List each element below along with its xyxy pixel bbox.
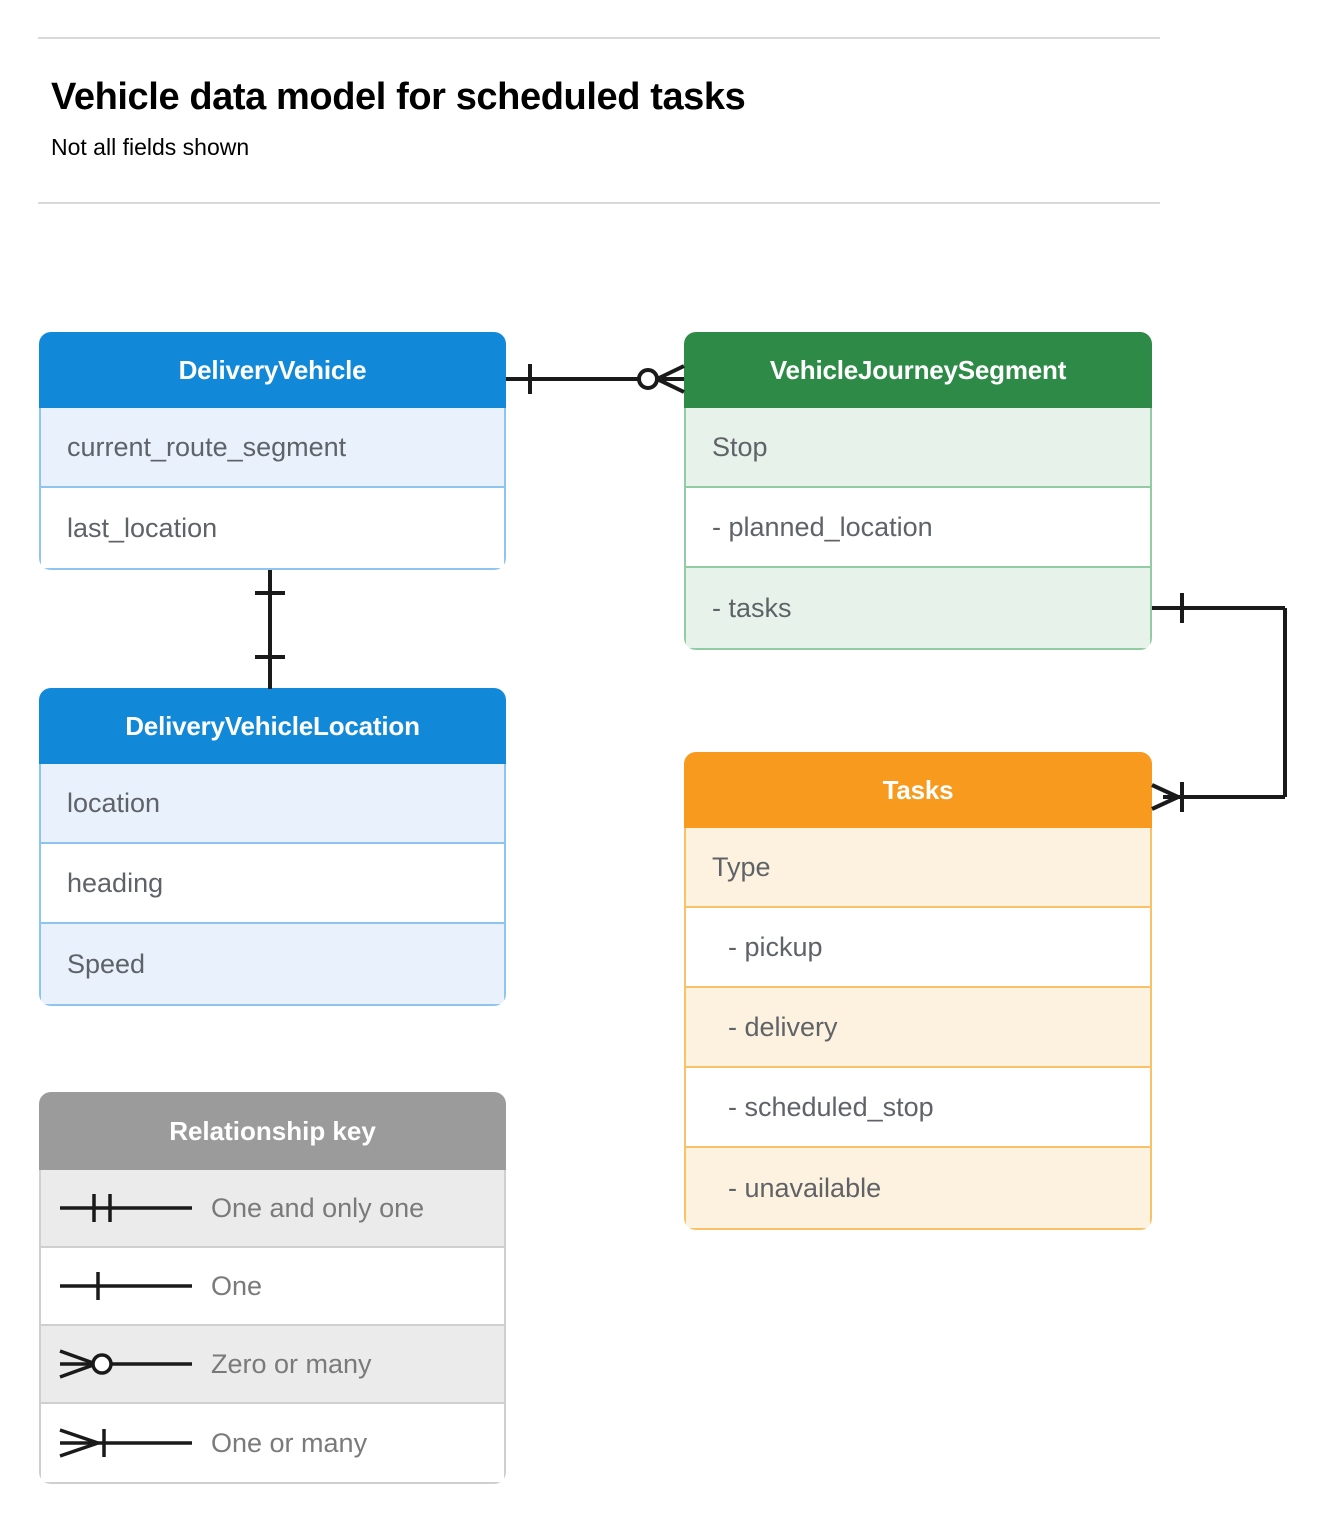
entity-tasks[interactable]: Tasks Type - pickup - delivery - schedul… [684, 752, 1152, 1230]
field-row: heading [41, 844, 504, 924]
entity-title-delivery-vehicle-location: DeliveryVehicleLocation [39, 688, 506, 764]
legend-item-label: One or many [211, 1427, 368, 1458]
header-divider-bottom [38, 202, 1160, 204]
entity-fields-delivery-vehicle-location: location heading Speed [39, 764, 506, 1006]
legend-item-one: One [41, 1248, 504, 1326]
legend-item-label: One [211, 1270, 263, 1301]
entity-title-delivery-vehicle: DeliveryVehicle [39, 332, 506, 408]
connector-deliveryvehicle-vehiclelocation [255, 570, 285, 689]
entity-delivery-vehicle[interactable]: DeliveryVehicle current_route_segment la… [39, 332, 506, 570]
connector-deliveryvehicle-journeysegment [506, 364, 685, 394]
field-row: location [41, 764, 504, 844]
field-row: Speed [41, 924, 504, 1004]
legend-item-one-and-only-one: One and only one [41, 1170, 504, 1248]
legend-item-one-or-many: One or many [41, 1404, 504, 1482]
entity-fields-delivery-vehicle: current_route_segment last_location [39, 408, 506, 570]
entity-title-tasks: Tasks [684, 752, 1152, 828]
legend-rows: One and only one One [39, 1170, 506, 1484]
field-row: Type [686, 828, 1150, 908]
field-row: - planned_location [686, 488, 1150, 568]
legend-item-label: One and only one [211, 1192, 425, 1223]
one-and-only-one-icon [41, 1188, 211, 1228]
connector-journeysegment-tasks [1151, 593, 1287, 812]
zero-or-many-icon [41, 1344, 211, 1384]
entity-fields-vehicle-journey-segment: Stop - planned_location - tasks [684, 408, 1152, 650]
entity-title-vehicle-journey-segment: VehicleJourneySegment [684, 332, 1152, 408]
field-row: current_route_segment [41, 408, 504, 488]
field-row: - unavailable [686, 1148, 1150, 1228]
one-or-many-icon [41, 1423, 211, 1463]
one-icon [41, 1266, 211, 1306]
entity-fields-tasks: Type - pickup - delivery - scheduled_sto… [684, 828, 1152, 1230]
page-subtitle: Not all fields shown [51, 134, 250, 160]
field-row: last_location [41, 488, 504, 568]
relationship-key-legend: Relationship key One and only one [39, 1092, 506, 1484]
entity-vehicle-journey-segment[interactable]: VehicleJourneySegment Stop - planned_loc… [684, 332, 1152, 650]
field-row: Stop [686, 408, 1150, 488]
field-row: - pickup [686, 908, 1150, 988]
legend-item-label: Zero or many [211, 1348, 372, 1379]
legend-item-zero-or-many: Zero or many [41, 1326, 504, 1404]
entity-delivery-vehicle-location[interactable]: DeliveryVehicleLocation location heading… [39, 688, 506, 1006]
field-row: - scheduled_stop [686, 1068, 1150, 1148]
page-title: Vehicle data model for scheduled tasks [51, 76, 746, 118]
legend-title: Relationship key [39, 1092, 506, 1170]
field-row: - tasks [686, 568, 1150, 648]
header-divider-top [38, 37, 1160, 39]
field-row: - delivery [686, 988, 1150, 1068]
